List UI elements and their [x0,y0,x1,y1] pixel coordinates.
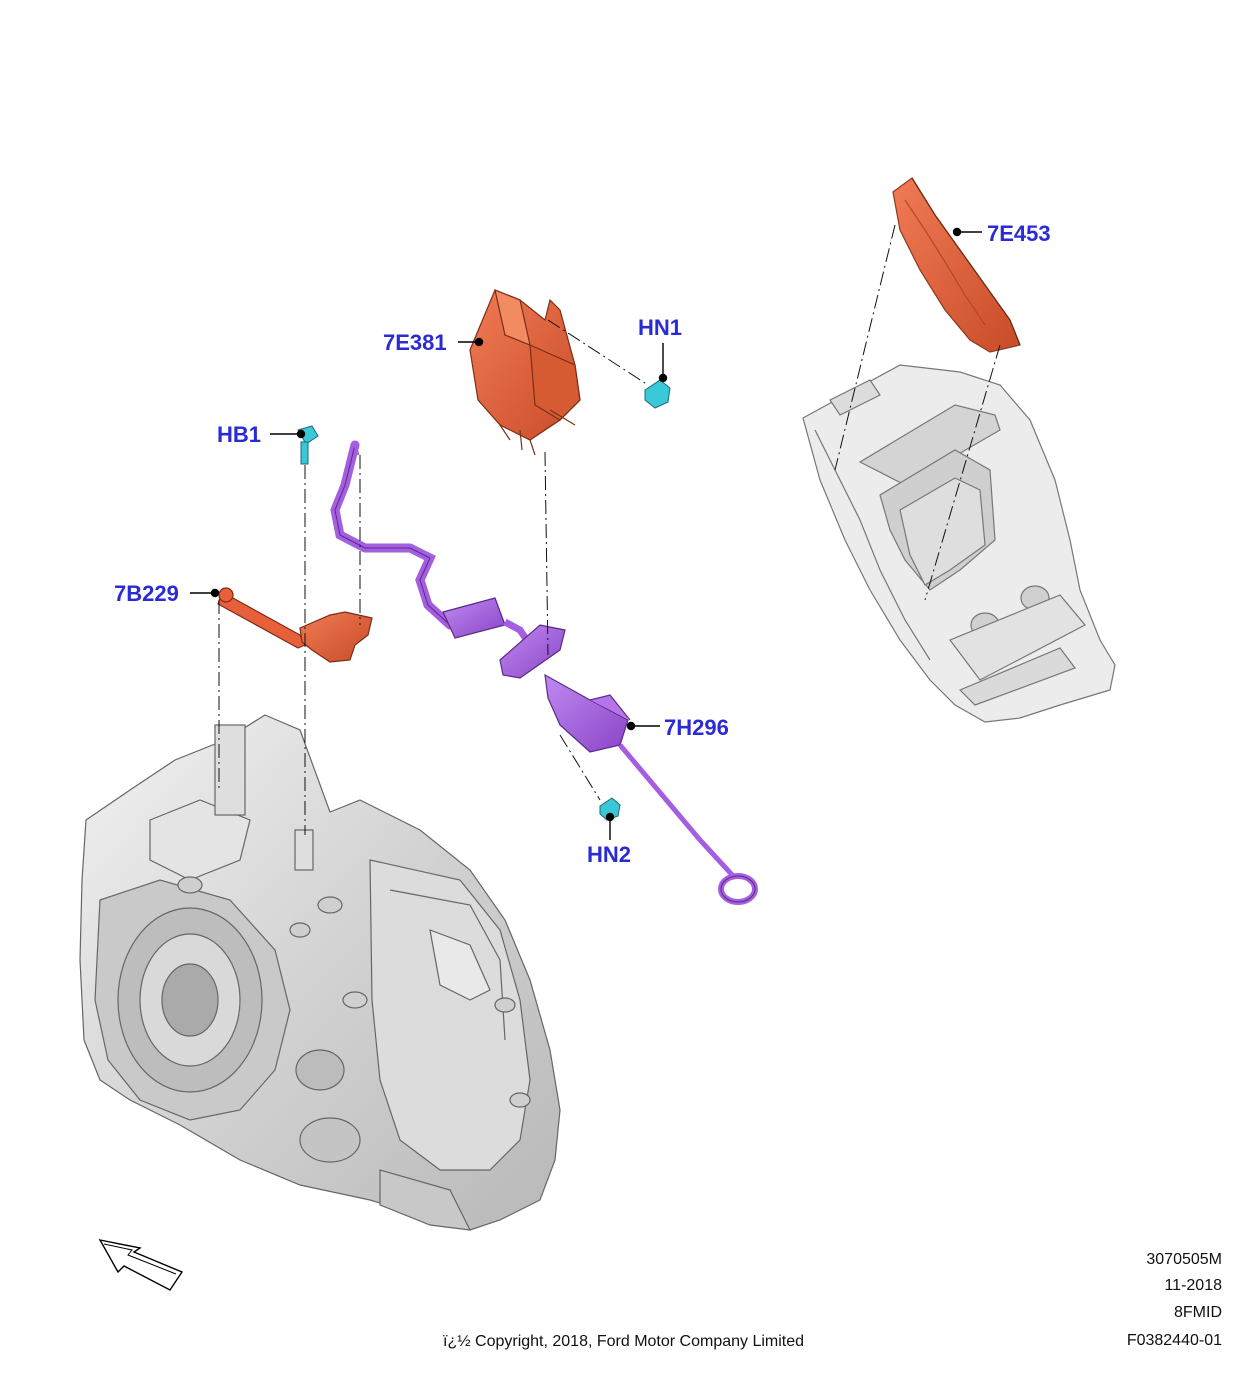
shift-cable-7h296 [330,440,758,905]
callout-hn1: HN1 [638,315,683,340]
arrow-up-left-icon [98,1239,184,1291]
drawing-number: 3070505M [1146,1251,1222,1268]
nut-hn1 [644,379,671,409]
nut-hn2 [599,797,621,821]
model-code: 8FMID [1174,1304,1222,1321]
callout-7h296: 7H296 [664,715,729,740]
copyright-notice: ï¿½ Copyright, 2018, Ford Motor Company … [443,1333,805,1350]
callout-7e381: 7E381 [383,330,447,355]
center-console [802,364,1116,723]
leader-lines [190,227,982,840]
callout-hn2: HN2 [587,842,632,867]
callout-hb1: HB1 [217,422,262,447]
callout-7b229: 7B229 [114,581,179,606]
trim-panel-7e453 [892,177,1021,353]
drawing-date: 11-2018 [1164,1277,1222,1294]
callout-7e453: 7E453 [987,221,1051,246]
alignment-lines [218,224,1001,835]
transmission-housing [79,714,561,1231]
bracket-7b229 [217,587,373,663]
figure-id: F0382440-01 [1126,1332,1222,1349]
shifter-module-7e381 [469,289,581,456]
